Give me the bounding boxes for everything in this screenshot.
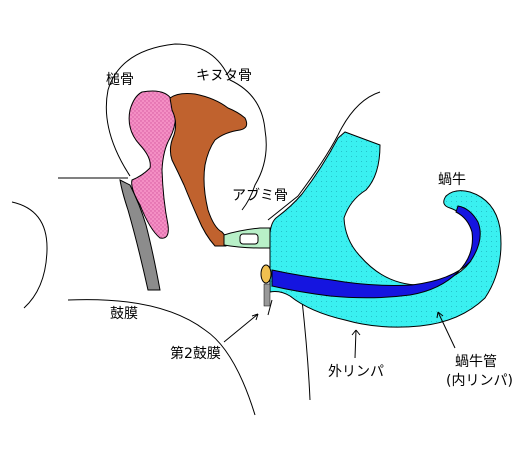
incus-label: キヌタ骨 (196, 68, 252, 84)
incus-shape (169, 93, 248, 247)
inner-ear-lower-curve (301, 299, 311, 401)
perilymph-pointer (354, 329, 357, 359)
round-window-pointer (223, 313, 259, 343)
label-pointers (223, 311, 456, 359)
inner-ear-upper-curve (267, 91, 381, 221)
round-window-membrane (263, 283, 271, 307)
outer-ear-curve (11, 201, 48, 309)
cochlear-duct-pointer (437, 311, 456, 349)
malleus-label: 槌骨 (106, 72, 134, 88)
eardrum-shape (119, 179, 161, 291)
stapes-label: アブミ骨 (232, 187, 288, 204)
round-window-tick (267, 299, 273, 316)
perilymph-label: 外リンパ (328, 364, 384, 380)
cochlear-duct-shape (271, 205, 481, 299)
cochlear-duct-sublabel: (内リンパ) (446, 373, 513, 389)
cochlea-label: 蝸牛 (438, 172, 466, 188)
round-window-shape (260, 264, 272, 284)
ear-canal-bottom-curve (67, 299, 256, 416)
stapes-hole (239, 233, 259, 245)
round-window-label: 第2鼓膜 (170, 345, 221, 362)
malleus-shape (128, 90, 176, 239)
middle-ear-cavity-outline (105, 43, 267, 211)
cochlear-duct-label: 蝸牛管 (455, 354, 497, 370)
cochlea-shape (269, 131, 502, 328)
eardrum-label: 鼓膜 (110, 306, 138, 322)
ear-outline (11, 43, 381, 416)
